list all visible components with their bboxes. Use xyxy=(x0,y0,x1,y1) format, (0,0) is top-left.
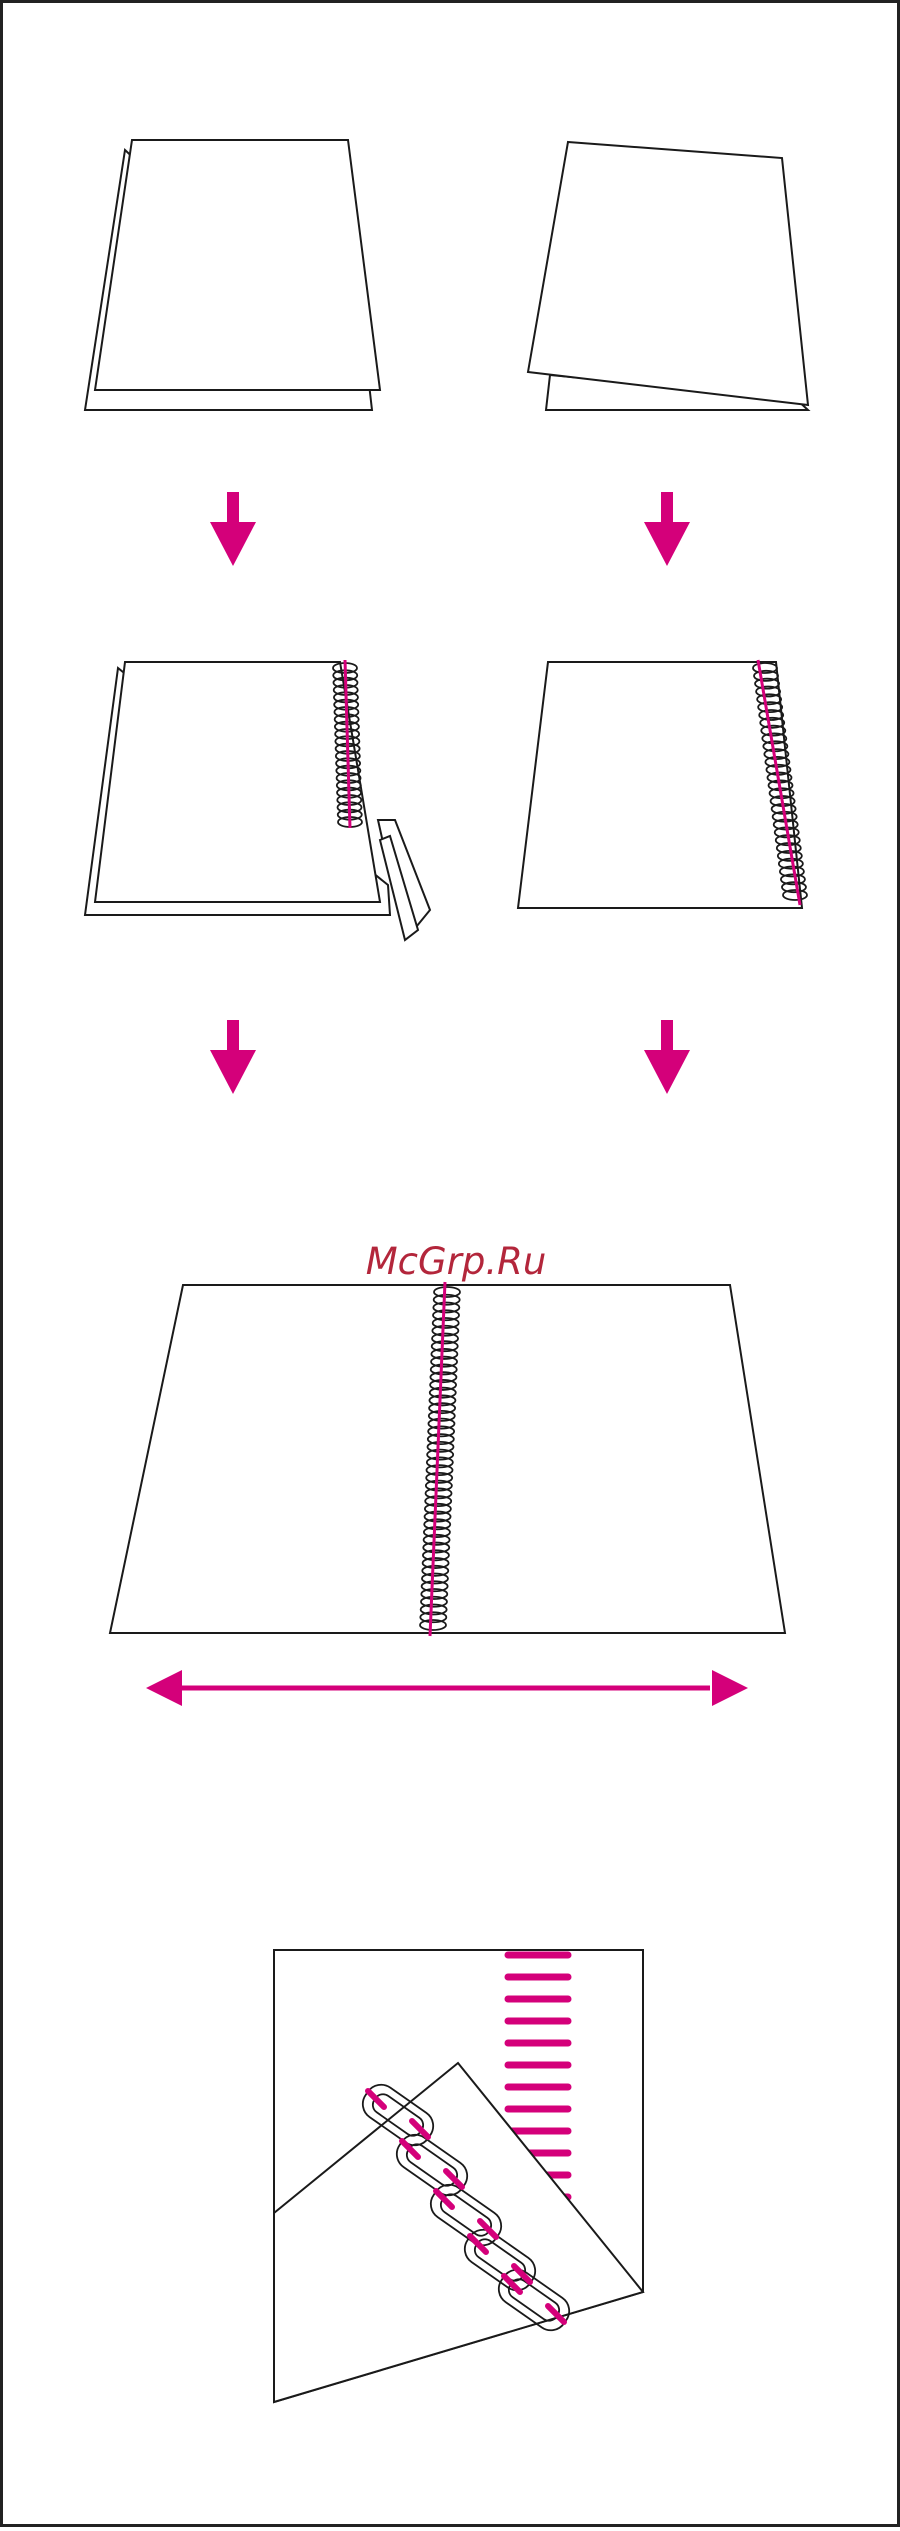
fabric-folded-right xyxy=(528,142,808,410)
watermark-text: McGrp.Ru xyxy=(366,1240,547,1283)
fabric-serged-right xyxy=(518,662,802,908)
fabric-folded-left xyxy=(85,140,380,410)
